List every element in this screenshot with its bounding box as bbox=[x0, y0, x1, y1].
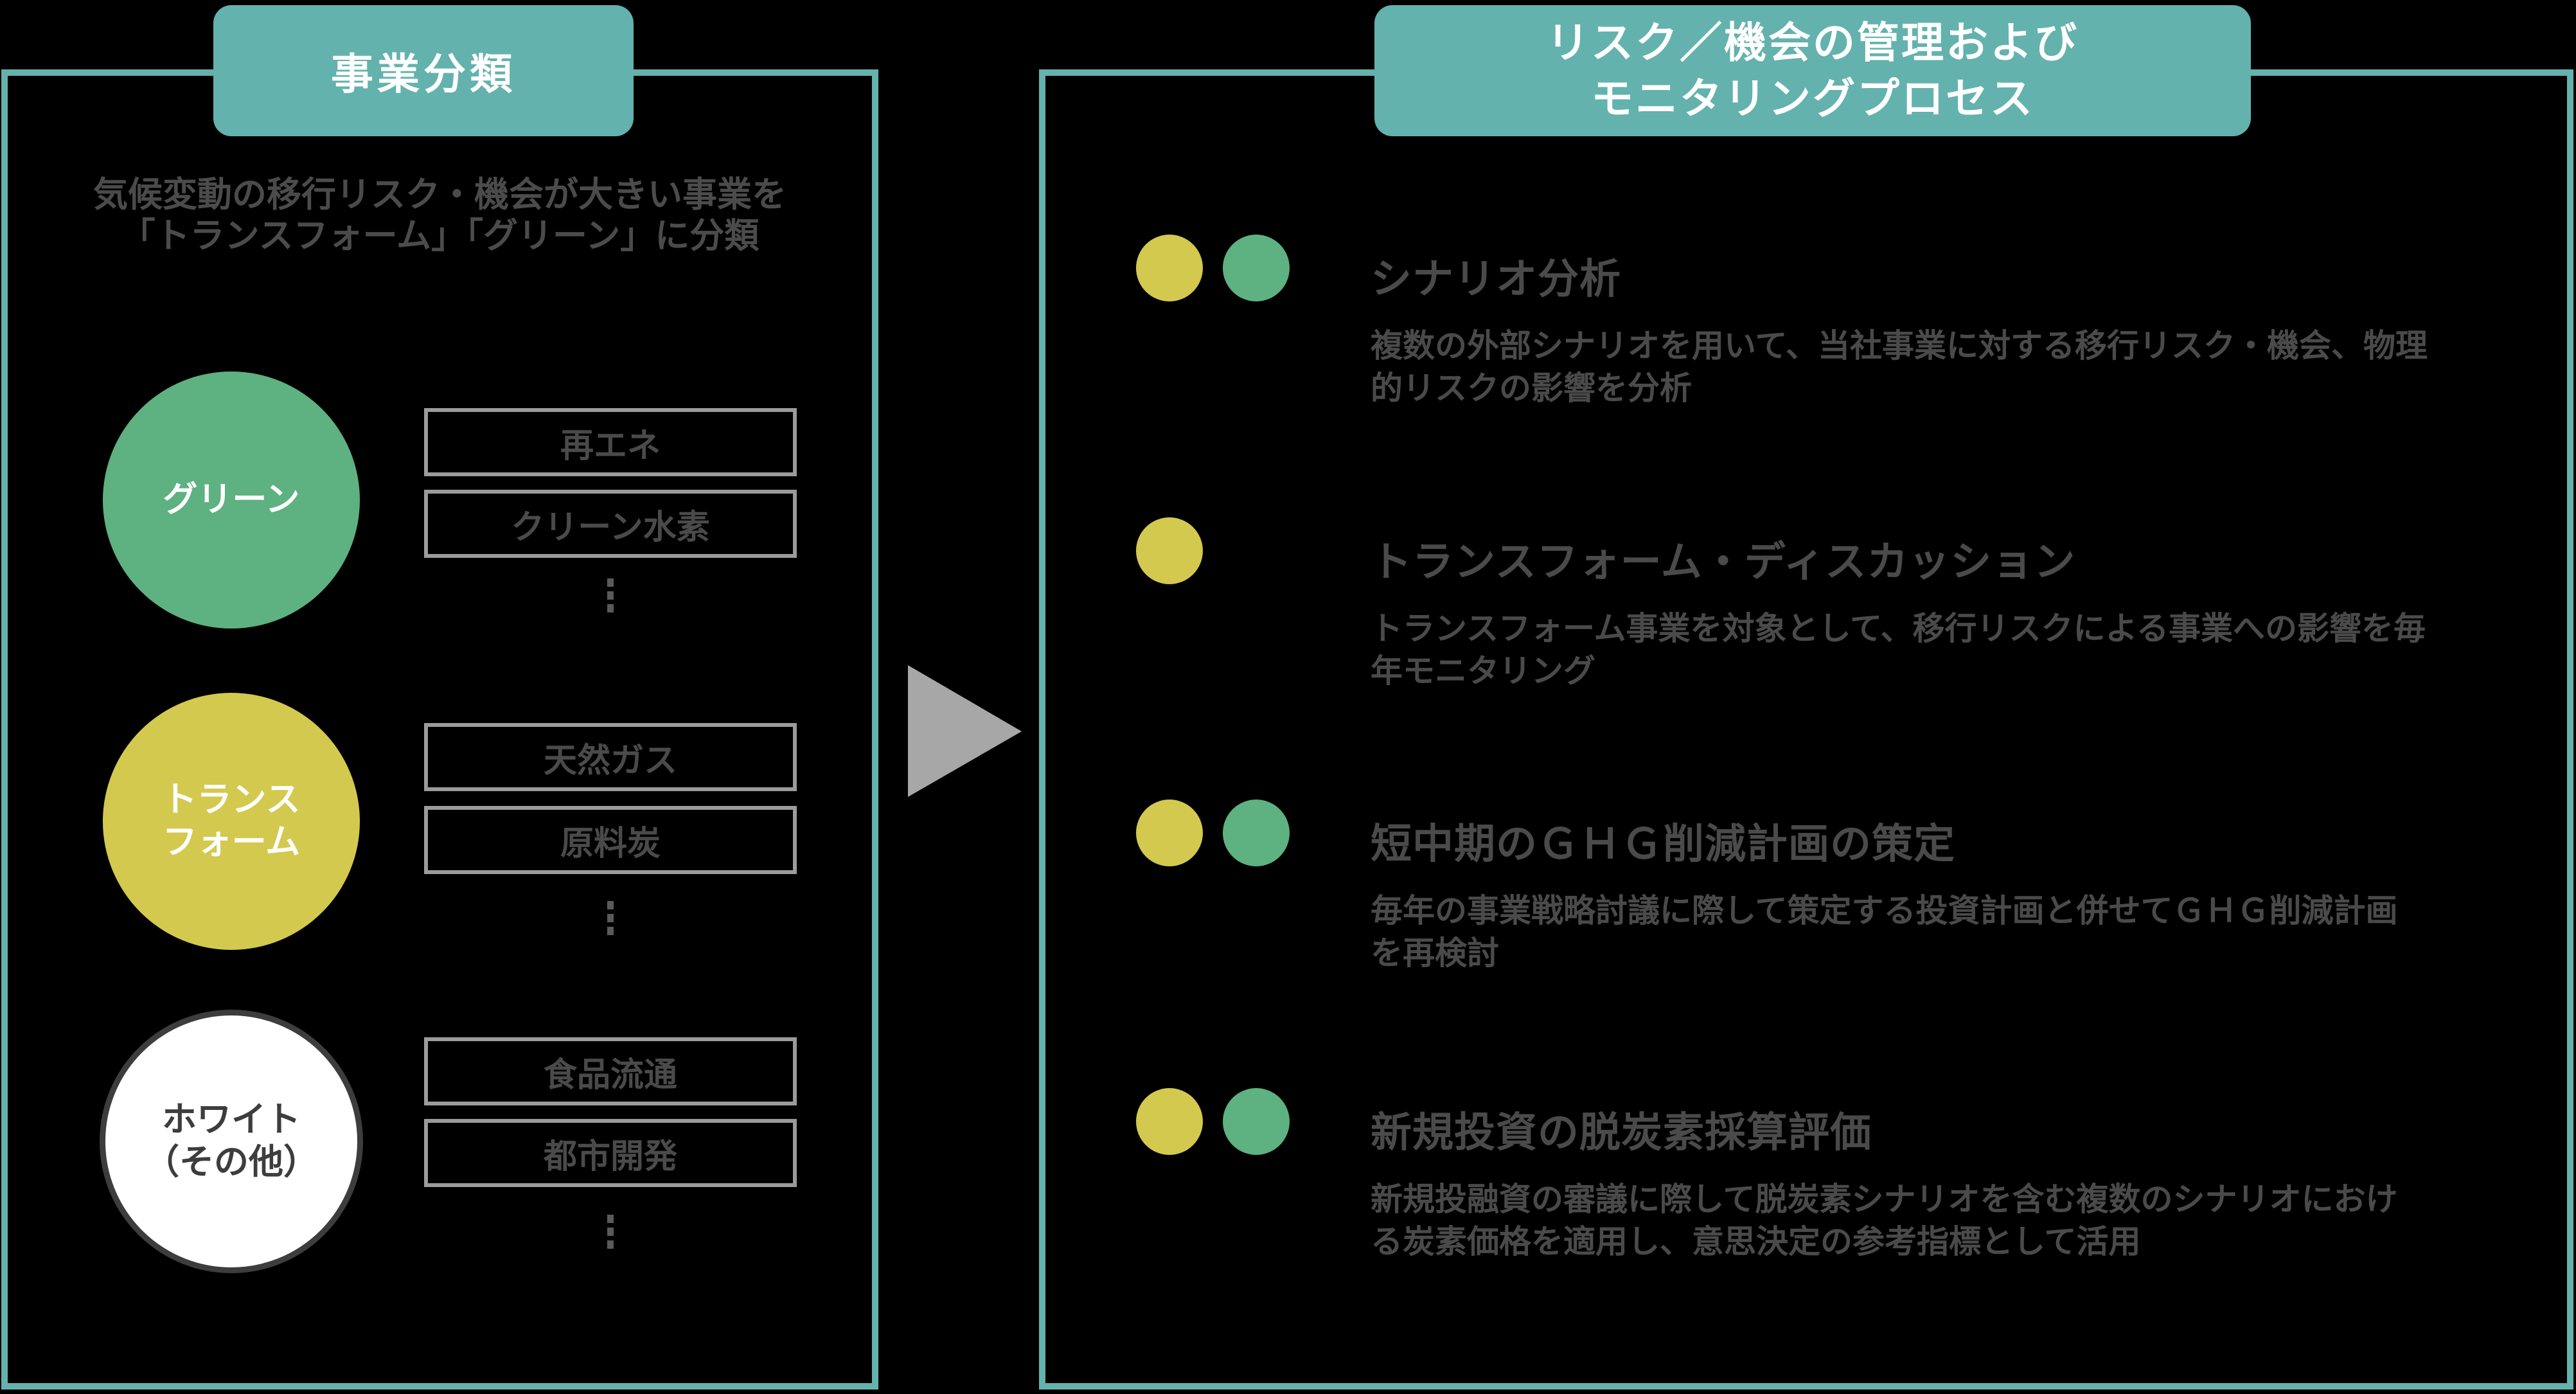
ellipsis-icon bbox=[607, 578, 614, 612]
category-circle-green: グリーン bbox=[103, 371, 360, 629]
green-dot-icon bbox=[1223, 1088, 1290, 1155]
left-panel-description: 気候変動の移行リスク・機会が大きい事業を 「トランスフォーム」「グリーン」に分類 bbox=[93, 175, 786, 255]
yellow-dot-icon bbox=[1136, 235, 1203, 301]
business-box-coking-coal: 原料炭 bbox=[424, 806, 797, 874]
process-title: 短中期のＧＨＧ削減計画の策定 bbox=[1371, 821, 1955, 867]
business-box-clean-hydrogen: クリーン水素 bbox=[424, 490, 797, 558]
process-item-scenario-analysis: シナリオ分析 複数の外部シナリオを用いて、当社事業に対する移行リスク・機会、物理… bbox=[1136, 235, 2569, 492]
business-box-natural-gas: 天然ガス bbox=[424, 723, 797, 791]
left-panel-header: 事業分類 bbox=[213, 5, 634, 136]
process-item-transform-discussion: トランスフォーム・ディスカッション トランスフォーム事業を対象として、移行リスク… bbox=[1136, 517, 2569, 774]
yellow-dot-icon bbox=[1136, 517, 1203, 584]
process-title: シナリオ分析 bbox=[1371, 256, 1621, 302]
process-title: トランスフォーム・ディスカッション bbox=[1371, 539, 2076, 585]
category-circle-transform: トランス フォーム bbox=[103, 693, 360, 950]
green-dot-icon bbox=[1223, 800, 1290, 866]
process-description: トランスフォーム事業を対象として、移行リスクによる事業への影響を毎 年モニタリン… bbox=[1371, 611, 2426, 689]
business-box-urban-development: 都市開発 bbox=[424, 1119, 797, 1187]
right-arrow-icon bbox=[908, 665, 1022, 797]
category-circle-white: ホワイト （その他） bbox=[100, 1010, 363, 1273]
business-box-renewables: 再エネ bbox=[424, 408, 797, 476]
process-description: 複数の外部シナリオを用いて、当社事業に対する移行リスク・機会、物理 的リスクの影… bbox=[1371, 328, 2428, 406]
ellipsis-icon bbox=[607, 901, 614, 935]
green-dot-icon bbox=[1223, 235, 1290, 301]
yellow-dot-icon bbox=[1136, 1088, 1203, 1155]
yellow-dot-icon bbox=[1136, 800, 1203, 866]
ellipsis-icon bbox=[607, 1215, 614, 1249]
risk-management-process-panel bbox=[1039, 69, 2573, 1390]
process-description: 新規投融資の審議に際して脱炭素シナリオを含む複数のシナリオにおけ る炭素価格を適… bbox=[1371, 1181, 2398, 1260]
business-box-food-distribution: 食品流通 bbox=[424, 1037, 797, 1105]
process-title: 新規投資の脱炭素採算評価 bbox=[1371, 1109, 1872, 1156]
process-item-ghg-reduction-plan: 短中期のＧＨＧ削減計画の策定 毎年の事業戦略討議に際して策定する投資計画と併せて… bbox=[1136, 800, 2569, 1057]
process-description: 毎年の事業戦略討議に際して策定する投資計画と併せてＧＨＧ削減計画 を再検討 bbox=[1371, 893, 2398, 971]
process-item-decarbonization-evaluation: 新規投資の脱炭素採算評価 新規投融資の審議に際して脱炭素シナリオを含む複数のシナ… bbox=[1136, 1088, 2569, 1345]
right-panel-header: リスク／機会の管理および モニタリングプロセス bbox=[1374, 5, 2251, 136]
